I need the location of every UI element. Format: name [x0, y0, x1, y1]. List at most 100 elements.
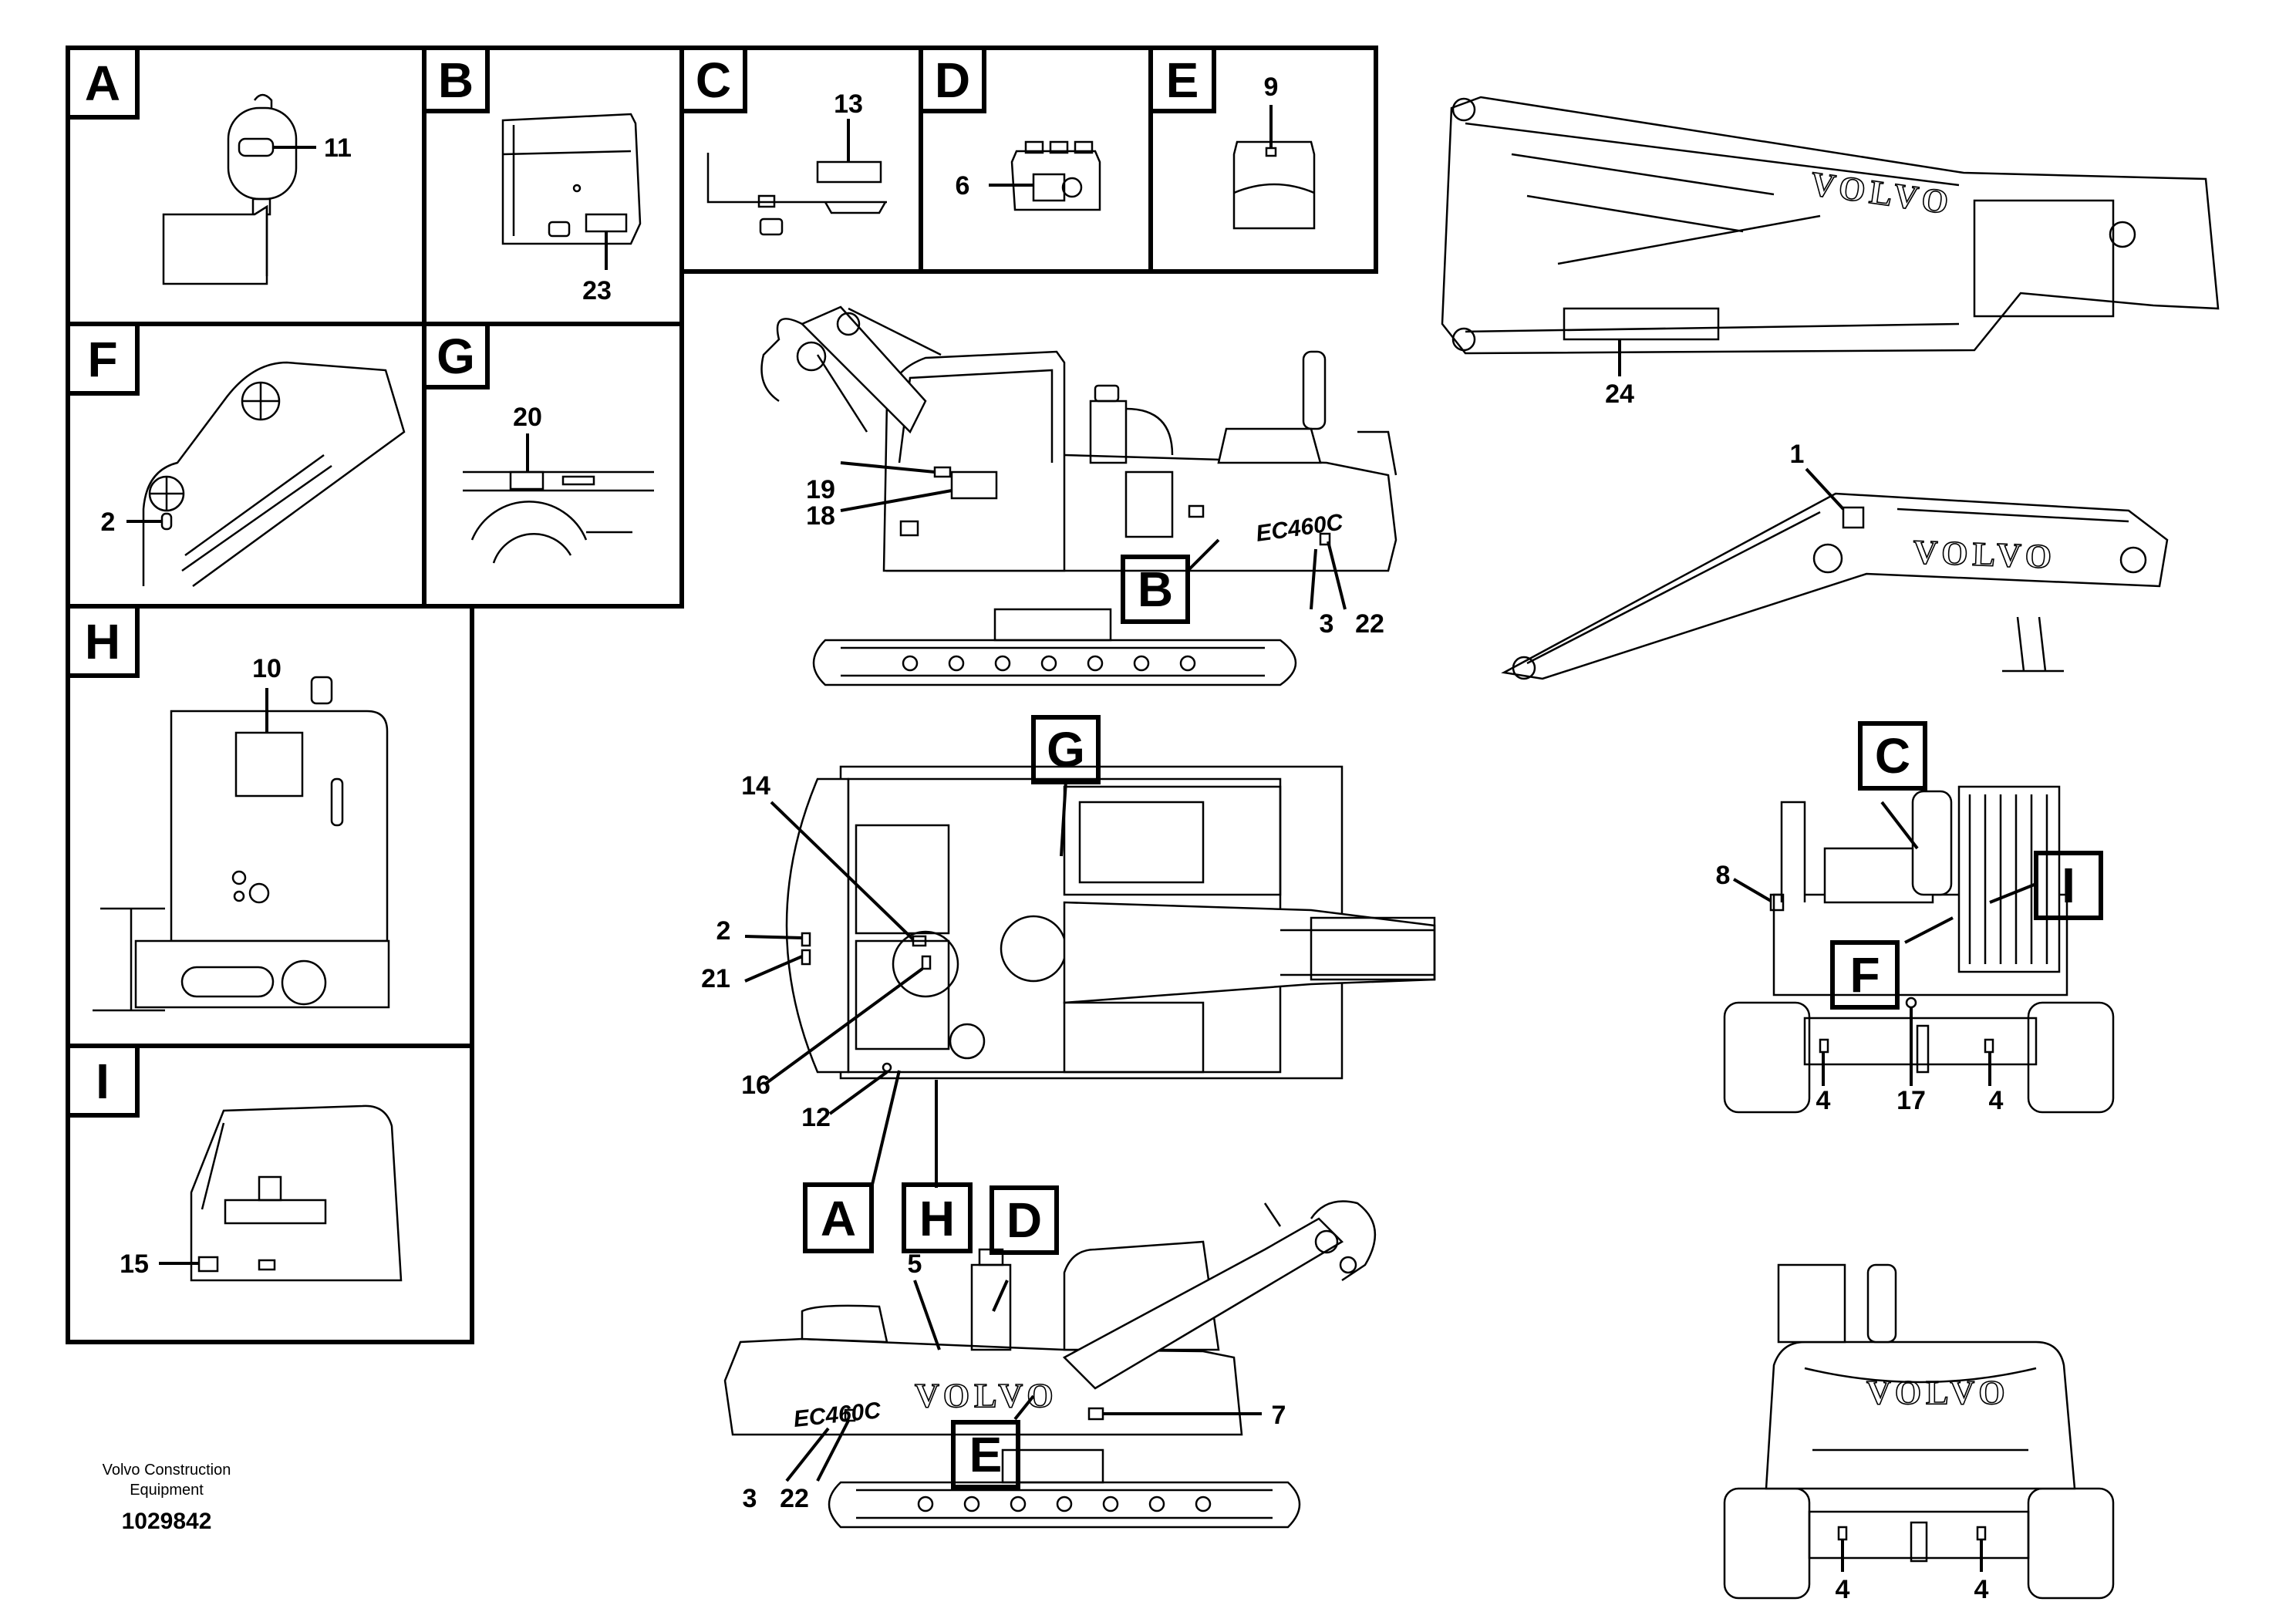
panel-f-frame	[66, 322, 426, 609]
drawing-number: 1029842	[122, 1509, 212, 1534]
panel-label-g: G	[422, 322, 490, 389]
callout-13: 13	[834, 89, 863, 119]
callout-4-front-left: 4	[1816, 1086, 1831, 1115]
callout-17: 17	[1896, 1086, 1926, 1115]
brand-badge-arm: VOLVO	[1913, 533, 2057, 575]
location-label-i: I	[2062, 858, 2075, 913]
excavator-side-view-bottom: VOLVO EC460C 5 7 3 22 D E	[723, 1185, 1377, 1529]
callout-2-top: 2	[716, 916, 731, 946]
callout-7: 7	[1272, 1401, 1286, 1430]
callout-14: 14	[741, 771, 770, 801]
panel-c-cover-drawing: 13	[706, 89, 887, 236]
location-label-f: F	[1849, 947, 1880, 1003]
excavator-front-view: 8 4 17 4 C I F	[1716, 721, 2115, 1115]
callout-11: 11	[324, 133, 352, 163]
panel-letter-i: I	[96, 1054, 110, 1109]
callout-19: 19	[806, 475, 835, 504]
location-label-c: C	[1875, 728, 1910, 784]
excavator-side-view-top: EC460C 19 18 3 22 B	[760, 305, 1397, 686]
panel-label-i: I	[66, 1044, 140, 1118]
callout-6: 6	[956, 171, 970, 201]
panel-letter-d: D	[935, 52, 970, 108]
location-label-g: G	[1047, 722, 1085, 777]
panel-letter-a: A	[85, 56, 120, 111]
callout-20: 20	[513, 403, 542, 432]
panel-label-a: A	[66, 46, 140, 120]
callout-4-rear-left: 4	[1836, 1575, 1850, 1604]
decal-6	[1032, 173, 1066, 202]
decal-14	[912, 935, 927, 947]
panel-label-e: E	[1148, 46, 1216, 113]
panel-label-h: H	[66, 604, 140, 678]
panel-f-boom-drawing: 2	[101, 361, 406, 588]
arm-right: VOLVO 1	[1501, 440, 2169, 680]
callout-4-rear-right: 4	[1974, 1575, 1989, 1604]
panel-b-location	[1124, 470, 1174, 538]
company-name-line1: Volvo Construction	[103, 1462, 231, 1479]
decal-24	[1563, 307, 1720, 341]
callout-18: 18	[806, 501, 835, 531]
decal-4-front-left	[1819, 1038, 1829, 1054]
panel-e-battery-drawing: 9	[1232, 73, 1316, 230]
panel-a-accumulator-drawing: 11	[162, 93, 352, 285]
panel-b-cover-drawing: 23	[501, 113, 642, 305]
decal-2-boom	[160, 512, 173, 531]
panel-g-frame	[422, 322, 684, 609]
callout-16: 16	[741, 1071, 770, 1100]
decal-10	[234, 731, 304, 798]
decal-22-bottom	[844, 1408, 856, 1422]
panel-letter-e: E	[1166, 52, 1199, 108]
panel-e-frame	[1148, 46, 1378, 274]
brand-badge-side: VOLVO	[915, 1377, 1058, 1415]
callout-3-bottom: 3	[743, 1484, 757, 1513]
callout-23: 23	[582, 276, 612, 305]
callout-2-panel-f: 2	[101, 508, 116, 537]
panel-letter-b: B	[438, 52, 474, 108]
location-label-a: A	[821, 1191, 856, 1246]
callout-22-bottom: 22	[780, 1484, 809, 1513]
location-label-d: D	[1006, 1192, 1042, 1248]
panel-label-c: C	[679, 46, 747, 113]
callout-24: 24	[1605, 379, 1634, 409]
footer: Volvo Construction Equipment 1029842	[103, 1462, 231, 1534]
decal-4-rear-right	[1976, 1526, 1987, 1541]
callout-15: 15	[120, 1249, 149, 1279]
panel-d-filter-drawing: 6	[956, 140, 1101, 211]
decal-20	[509, 470, 544, 491]
callout-12: 12	[801, 1103, 831, 1132]
decal-8	[1769, 893, 1785, 912]
callout-21: 21	[701, 964, 730, 993]
decal-13	[816, 160, 882, 184]
callout-1: 1	[1790, 440, 1805, 469]
panel-label-f: F	[66, 322, 140, 396]
decal-17	[1905, 996, 1917, 1009]
location-label-b: B	[1138, 561, 1173, 617]
boom-top-right: VOLVO 24	[1441, 96, 2220, 409]
excavator-rear-view: VOLVO 4 4	[1723, 1263, 2115, 1604]
excavator-top-view: 14 2 21 16 12 G A H	[701, 715, 1436, 1253]
panel-letter-c: C	[696, 52, 731, 108]
decal-2-top	[801, 932, 811, 947]
panel-g-swing-drawing: 20	[463, 403, 654, 564]
callout-10: 10	[252, 654, 282, 683]
panel-label-b: B	[422, 46, 490, 113]
decal-4-front-right	[1984, 1038, 1994, 1054]
company-name-line2: Equipment	[130, 1482, 204, 1499]
track-rollers-bottom	[917, 1496, 1212, 1512]
decal-18	[950, 470, 998, 500]
panel-letter-g: G	[437, 329, 475, 384]
location-label-e: E	[969, 1427, 1003, 1482]
callout-8: 8	[1716, 861, 1731, 890]
callout-9: 9	[1264, 73, 1279, 102]
panel-i-cab-drawing: 15	[120, 1104, 403, 1282]
callout-5: 5	[908, 1249, 922, 1279]
panel-h-tank-drawing: 10	[93, 654, 390, 1012]
decal-22-top	[1319, 532, 1331, 546]
callout-3-top: 3	[1320, 609, 1334, 639]
decal-16	[921, 955, 932, 970]
callout-4-front-right: 4	[1989, 1086, 2004, 1115]
decal-1	[1842, 506, 1865, 529]
detail-panel-grid: A B C D E F G H	[66, 46, 1378, 1344]
track-rollers-top	[902, 655, 1196, 672]
